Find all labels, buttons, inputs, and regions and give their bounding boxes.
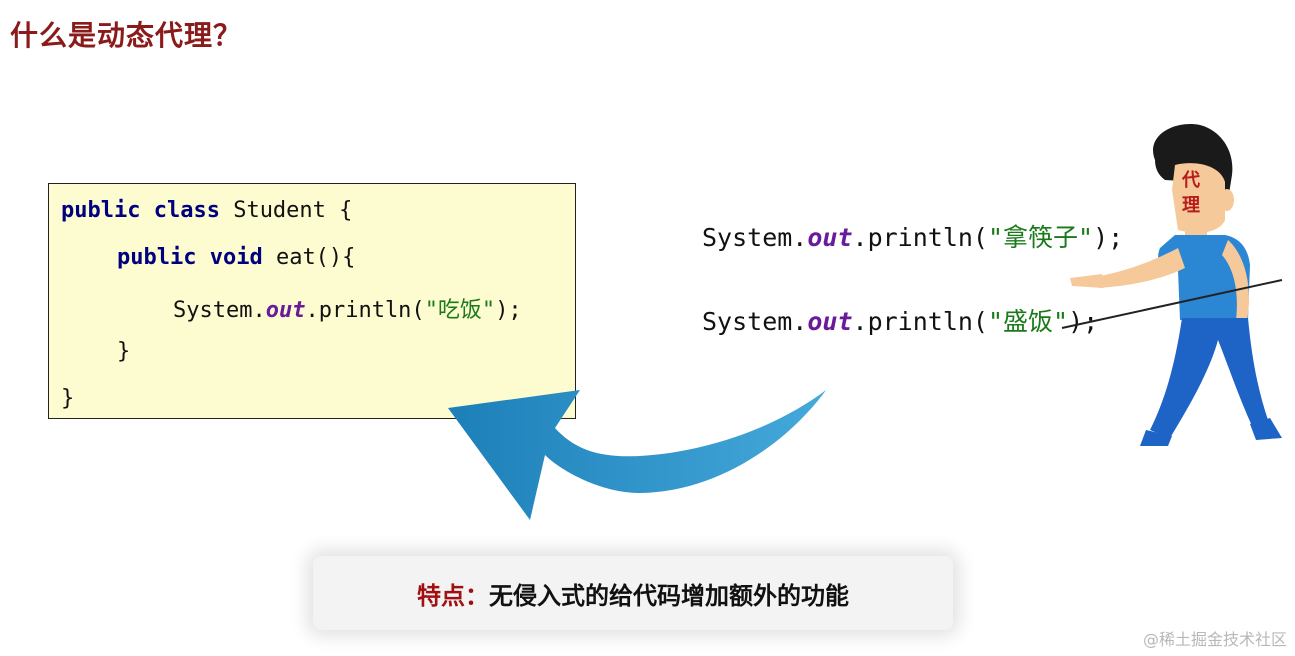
proxy-person-figure [1060, 120, 1290, 450]
feature-banner: 特点：无侵入式的给代码增加额外的功能 [313, 556, 953, 630]
watermark: @稀土掘金技术社区 [1143, 626, 1287, 650]
proxy-figure-label: 代理 [1180, 168, 1202, 218]
feature-text: 无侵入式的给代码增加额外的功能 [489, 576, 849, 611]
feature-key: 特点： [417, 576, 489, 611]
